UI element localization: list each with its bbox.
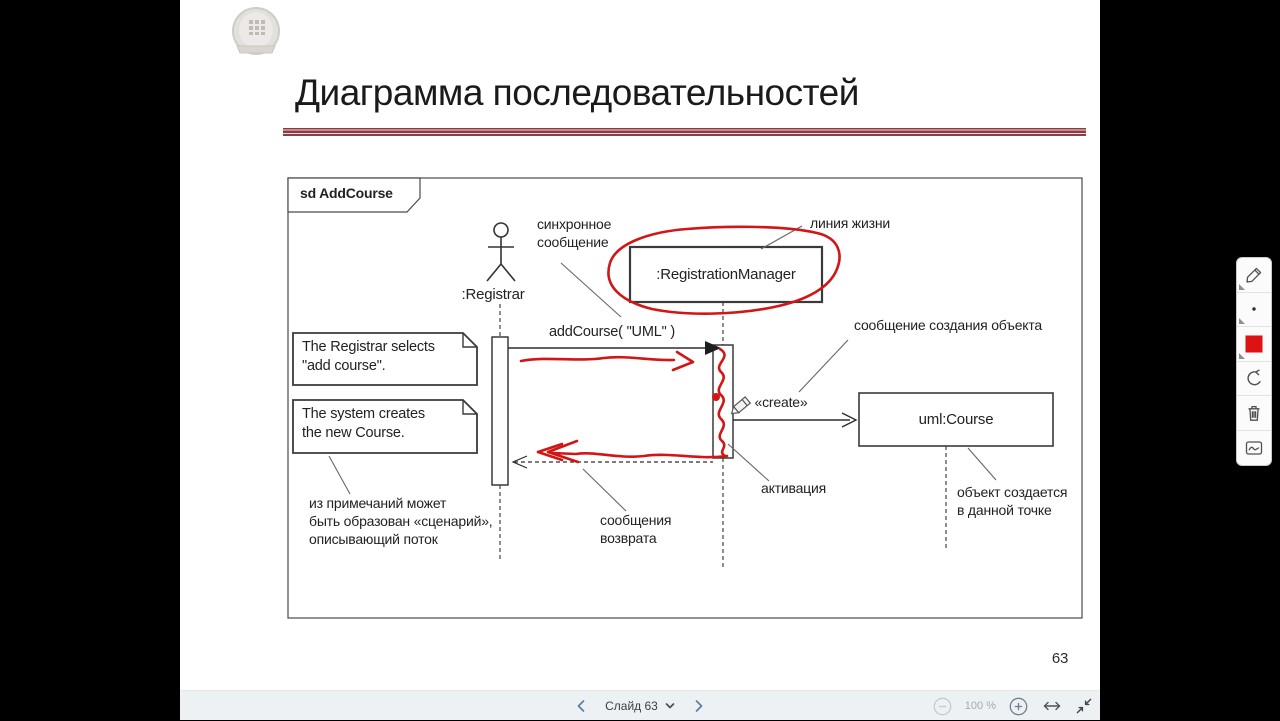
submenu-corner-icon — [1239, 283, 1245, 290]
title-underline-rule — [283, 128, 1086, 136]
slide-nav-label: Слайд 63 — [605, 698, 658, 713]
zoom-value: 100 % — [964, 700, 996, 712]
next-slide-button[interactable] — [691, 697, 707, 715]
pencil-tool-button[interactable] — [1237, 258, 1271, 293]
registration-manager-label: :RegistrationManager — [656, 266, 796, 283]
object-created-annotation: объект создается в данной точке — [957, 484, 1068, 518]
zoom-out-icon — [933, 697, 952, 715]
diagram-frame — [287, 177, 1083, 619]
zoom-in-button[interactable] — [1009, 697, 1028, 716]
fit-screen-button[interactable] — [1076, 698, 1092, 714]
red-forward-arrowhead — [671, 350, 695, 372]
activation-annotation: активация — [761, 480, 826, 496]
slide-title: Диаграмма последовательностей — [295, 72, 859, 113]
addcourse-message-label: addCourse( "UML" ) — [549, 324, 675, 340]
slide-select-dropdown[interactable]: Слайд 63 — [602, 697, 678, 715]
note-system-text: The system creates the new Course. — [302, 406, 425, 441]
university-logo-icon — [232, 7, 280, 55]
red-return-arrowhead — [546, 439, 580, 464]
red-ink-dot — [712, 393, 720, 401]
slide-navigation: Слайд 63 — [573, 697, 707, 715]
zoom-controls: 100 % — [933, 691, 1092, 721]
red-return-arrowhead-2 — [536, 442, 564, 462]
scenario-annotation: из примечаний может быть образован «сцен… — [309, 495, 493, 547]
prev-slide-button[interactable] — [573, 697, 589, 715]
sync-message-annotation: синхронное сообщение — [537, 216, 612, 250]
fit-width-button[interactable] — [1041, 700, 1063, 712]
red-activation-scribble — [717, 347, 727, 458]
zoom-out-button[interactable] — [933, 697, 952, 716]
bottom-toolbar: Слайд 63 100 % — [180, 690, 1100, 720]
note-registrar-text: The Registrar selects "add course". — [302, 339, 435, 374]
fit-screen-icon — [1076, 698, 1092, 714]
manager-activation-bar — [712, 344, 734, 459]
frame-label: sd AddCourse — [300, 185, 393, 201]
course-label: uml:Course — [918, 411, 994, 428]
zoom-in-icon — [1009, 697, 1028, 715]
pencil-icon — [1246, 267, 1262, 283]
chevron-down-icon — [665, 702, 675, 708]
fit-width-icon — [1043, 701, 1061, 711]
chevron-right-icon — [695, 699, 703, 712]
undo-button[interactable] — [1237, 362, 1271, 396]
lifeline-annotation: линия жизни — [810, 215, 890, 231]
chevron-left-icon — [577, 699, 585, 712]
point-icon — [1252, 307, 1256, 311]
lifelines — [499, 302, 947, 568]
trash-icon — [1248, 405, 1260, 421]
point-size-button[interactable] — [1237, 293, 1271, 327]
submenu-corner-icon — [1239, 352, 1245, 359]
undo-icon — [1247, 369, 1261, 386]
return-message-annotation: сообщения возврата — [600, 512, 672, 546]
red-return-arrow — [550, 451, 729, 459]
create-message-annotation: сообщение создания объекта — [854, 317, 1042, 333]
submenu-corner-icon — [1239, 318, 1245, 324]
actor-label: :Registrar — [461, 286, 525, 303]
slide-canvas: Диаграмма последовательностей — [180, 0, 1100, 690]
clear-annotations-button[interactable] — [1237, 396, 1271, 431]
create-message-label: «create» — [754, 394, 808, 410]
chart-icon — [1245, 441, 1263, 455]
color-swatch-button[interactable] — [1237, 327, 1271, 362]
registrar-activation-bar — [491, 336, 509, 486]
chart-tool-button[interactable] — [1237, 431, 1271, 466]
annotation-toolbar — [1236, 257, 1272, 466]
red-forward-arrow — [519, 355, 676, 363]
page-number: 63 — [1051, 650, 1069, 667]
actor-figure-icon — [486, 222, 516, 282]
red-color-swatch-icon — [1245, 335, 1263, 353]
